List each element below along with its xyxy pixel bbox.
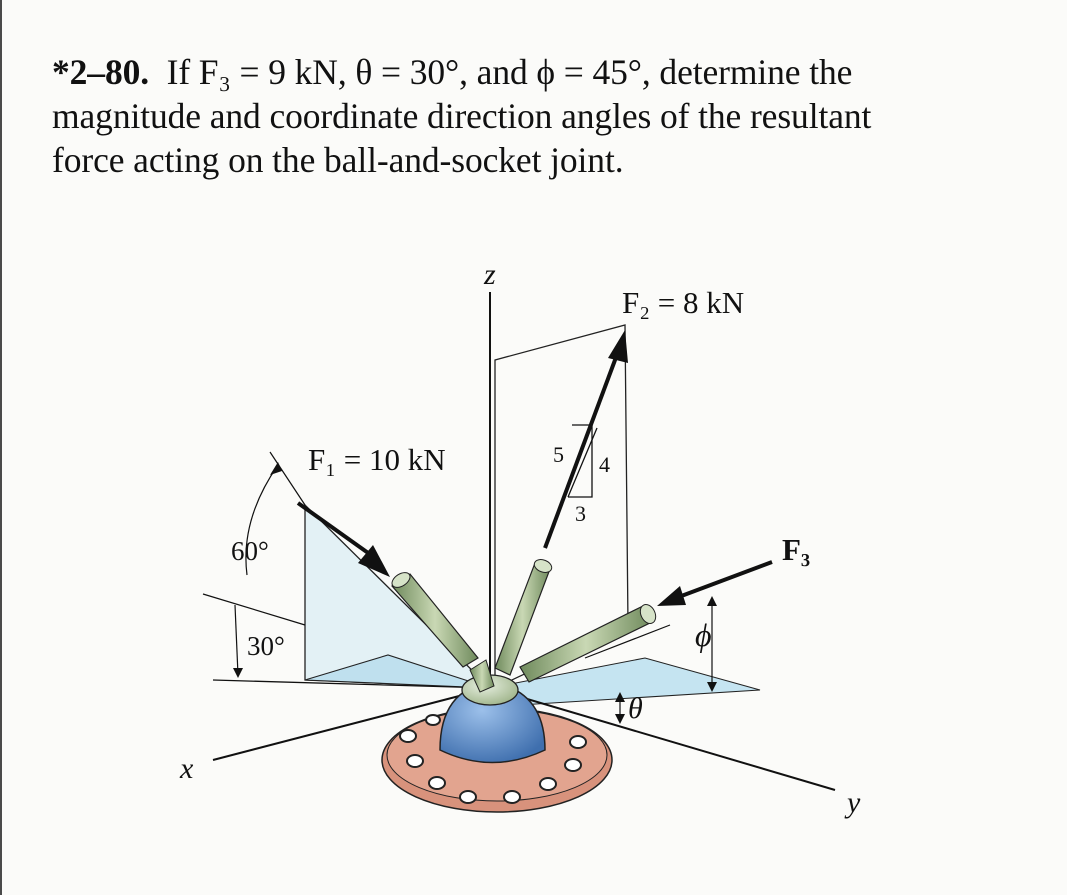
y-axis-line [489,687,836,791]
slope-label-5: 5 [553,442,564,467]
f1-horizontal-plane [304,654,491,689]
axis-x-label: x [179,752,194,785]
page-left-border [0,0,2,895]
problem-number: *2–80. [52,52,150,92]
axis-z-label: z [483,258,496,291]
problem-line-1: *2–80. If F₃ = 9 kN, θ = 30°, and ϕ = 45… [52,50,1042,94]
f2-arrow-shaft [543,351,620,549]
slope-label-3: 3 [575,501,586,526]
phi-guide-line [584,624,671,659]
f1-arrowhead [358,545,390,577]
phi-arrow-top [707,596,717,606]
f1-label: F₁ = 10 kN [308,442,446,477]
f3-arrowhead [657,586,686,606]
theta-label: θ [628,692,643,725]
slope-triangle [568,424,593,498]
slope-triangle-hypotenuse [567,427,598,498]
problem-statement: *2–80. If F₃ = 9 kN, θ = 30°, and ϕ = 45… [52,50,1042,182]
rod-x-short [469,659,495,693]
angle-30-label: 30° [247,631,285,661]
axis-y-label: y [844,786,861,819]
problem-line-2: magnitude and coordinate direction angle… [52,96,872,136]
angle-60-arc [245,464,279,576]
angle-60-label: 60° [231,536,269,566]
x-axis-base-line [212,679,491,689]
angle-30-guide [202,593,306,626]
rod-f2 [494,559,553,676]
problem-line-1-text: If F₃ = 9 kN, θ = 30°, and ϕ = 45°, dete… [166,52,853,92]
f3-arrow-shaft [675,560,773,600]
phi-arrow-bottom [707,682,717,692]
f3-label: F₃ [782,532,810,567]
f2-arrowhead [608,330,628,363]
socket-dome [439,681,546,764]
angle-30-arrowhead [233,668,243,678]
f2-label: F₂ = 8 kN [622,285,744,320]
flange-bolt-holes [399,714,587,804]
rod-f1 [391,572,479,668]
slope-label-4: 4 [599,452,610,477]
problem-line-3: force acting on the ball-and-socket join… [52,140,624,180]
rod-f3 [519,604,657,683]
phi-label: ϕ [695,617,712,653]
angle-30-tick [234,604,239,676]
f1-arrow-shaft [296,501,380,562]
x-axis-line [212,687,491,761]
angle-60-arrowhead [270,462,282,475]
f1-line-of-action-extension [269,451,306,506]
